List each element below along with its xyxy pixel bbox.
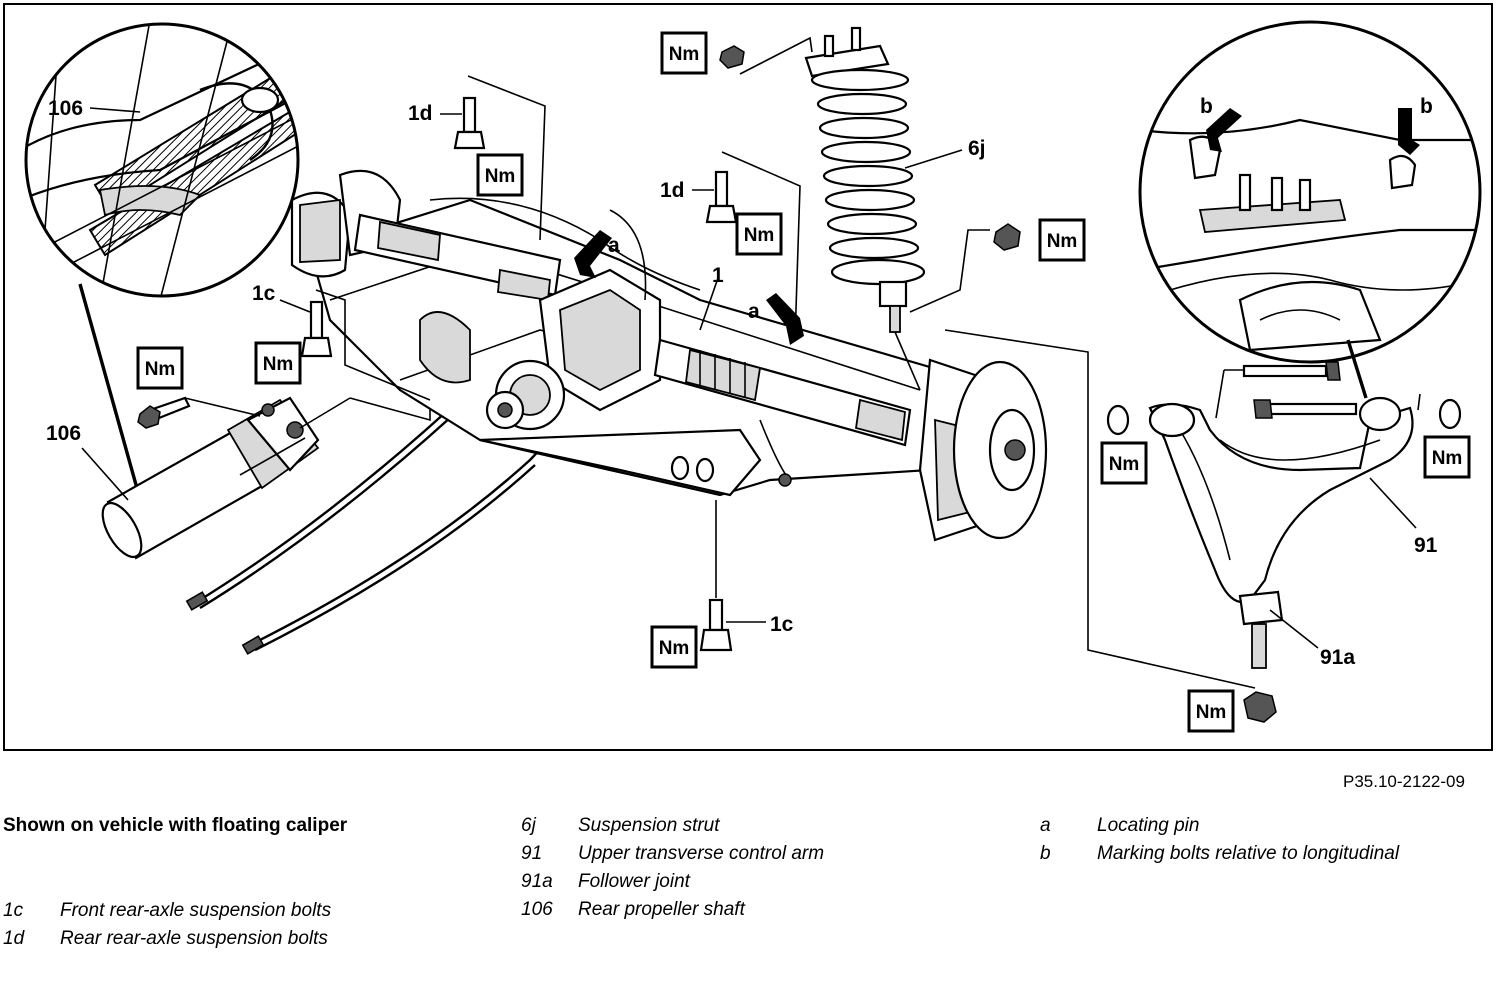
legend-text: Rear rear-axle suspension bolts [60, 928, 328, 949]
legend-item: 1c Front rear-axle suspension bolts [3, 897, 331, 925]
callout-1c-left: 1c [252, 282, 276, 305]
svg-text:Nm: Nm [1432, 448, 1463, 469]
upper-transverse-control-arm [944, 329, 1462, 723]
rear-propeller-shaft: 106 [46, 396, 320, 560]
legend-item: b Marking bolts relative to longitudinal [1040, 840, 1399, 868]
torque-box-1c-bottom: Nm [650, 625, 698, 669]
legend-key: 106 [521, 899, 553, 920]
callout-1: 1 [712, 264, 724, 287]
callout-1d-left: 1d [408, 102, 433, 125]
callout-91a: 91a [1320, 646, 1355, 669]
callout-b-left: b [1200, 95, 1213, 118]
bolt-1c-bottom [699, 500, 766, 652]
legend-item: 6j Suspension strut [521, 812, 824, 840]
legend-item: 106 Rear propeller shaft [521, 896, 824, 924]
torque-box-1d-right: Nm [735, 212, 783, 256]
callout-1d-right: 1d [660, 179, 685, 202]
torque-box-control-arm-left: Nm [1100, 441, 1148, 485]
legend-item: 1d Rear rear-axle suspension bolts [3, 925, 331, 953]
svg-text:Nm: Nm [1109, 454, 1140, 475]
svg-text:Nm: Nm [263, 354, 294, 375]
legend-text: Suspension strut [578, 815, 720, 836]
suspension-strut [719, 26, 1021, 391]
torque-box-strut-top: Nm [660, 31, 708, 75]
detail-circle-marking-bolts [1138, 20, 1482, 399]
svg-text:Nm: Nm [744, 225, 775, 246]
legend-heading: Shown on vehicle with floating caliper [3, 815, 348, 836]
rear-axle-carrier [290, 169, 1048, 542]
legend-key: 91a [521, 871, 553, 892]
svg-text:Nm: Nm [669, 44, 700, 65]
legend-item: a Locating pin [1040, 812, 1399, 840]
svg-text:Nm: Nm [485, 166, 516, 187]
bolt-1c-left [279, 289, 431, 401]
torque-box-propeller-shaft: Nm [136, 346, 184, 390]
legend-item: 91a Follower joint [521, 868, 824, 896]
legend-column-middle: 6j Suspension strut 91 Upper transverse … [521, 812, 824, 924]
callout-6j: 6j [968, 137, 986, 160]
legend-key: b [1040, 843, 1051, 864]
legend-key: 6j [521, 815, 536, 836]
legend-column-right: a Locating pin b Marking bolts relative … [1040, 812, 1399, 868]
callout-106-detail: 106 [48, 97, 83, 120]
torque-box-control-arm-right: Nm [1423, 435, 1471, 479]
legend-column-left: 1c Front rear-axle suspension bolts 1d R… [3, 897, 331, 953]
callout-1c-bottom: 1c [770, 613, 794, 636]
callout-91: 91 [1414, 534, 1438, 557]
torque-box-follower-joint: Nm [1187, 689, 1235, 733]
rear-axle-diagram: 106 106 [3, 3, 1493, 751]
legend-text: Front rear-axle suspension bolts [60, 900, 332, 921]
legend-text: Follower joint [578, 871, 690, 892]
legend-text: Marking bolts relative to longitudinal [1097, 843, 1400, 864]
torque-box-1d-left: Nm [476, 153, 524, 197]
legend-item: 91 Upper transverse control arm [521, 840, 824, 868]
torque-box-strut-bottom: Nm [1038, 218, 1086, 262]
legend-text: Rear propeller shaft [578, 899, 745, 920]
legend-key: 1d [3, 928, 25, 949]
svg-text:Nm: Nm [1196, 702, 1227, 723]
figure-reference: P35.10-2122-09 [1343, 772, 1465, 791]
callout-a-right: a [748, 300, 760, 323]
legend-key: 91 [521, 843, 543, 864]
callout-106: 106 [46, 422, 81, 445]
torque-box-1c-left: Nm [254, 341, 302, 385]
bolt-1d-right [692, 151, 801, 341]
svg-text:Nm: Nm [1047, 231, 1078, 252]
legend-key: a [1040, 815, 1051, 836]
callout-a-left: a [608, 234, 620, 257]
callout-b-right: b [1420, 95, 1433, 118]
svg-text:Nm: Nm [145, 359, 176, 380]
detail-circle-propeller-shaft: 106 [24, 22, 300, 493]
legend-key: 1c [3, 900, 24, 921]
svg-text:Nm: Nm [659, 638, 690, 659]
legend-text: Locating pin [1097, 815, 1200, 836]
legend-text: Upper transverse control arm [578, 843, 825, 864]
bolt-1d-left [440, 75, 546, 241]
